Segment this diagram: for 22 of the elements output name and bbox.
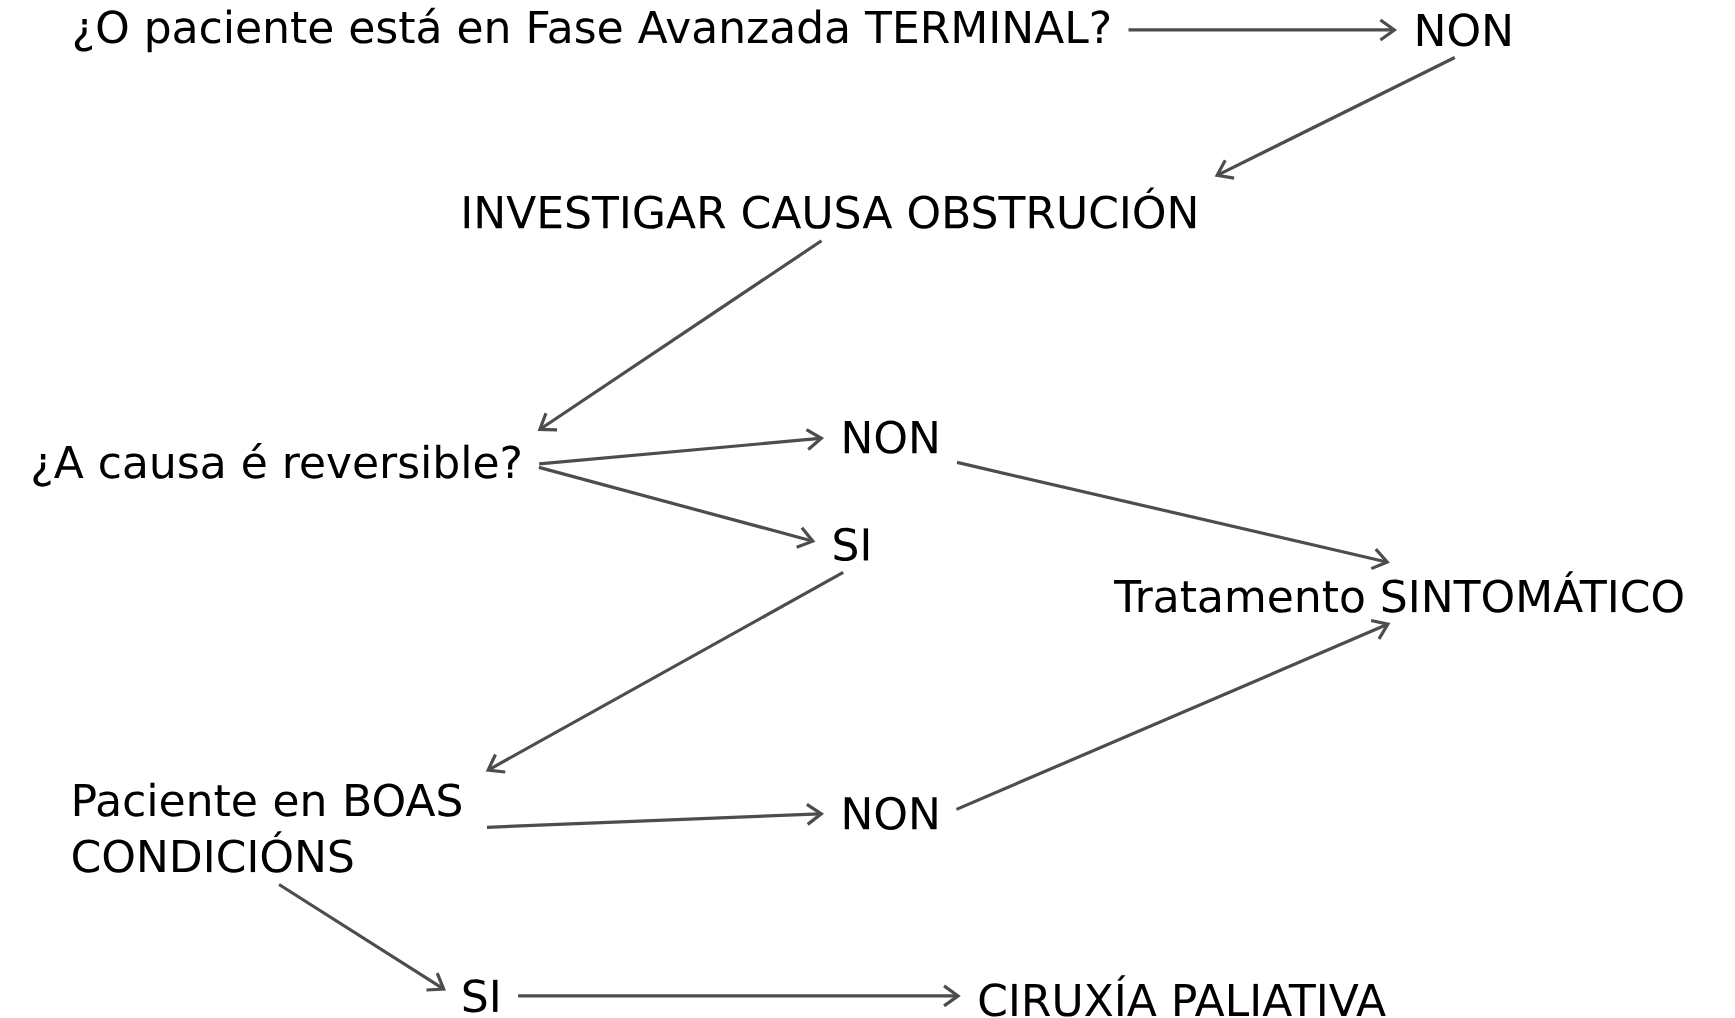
arrow [538,465,816,549]
arrow [1128,18,1398,42]
arrow [956,460,1390,571]
arrow [537,239,823,432]
arrow [1214,56,1456,180]
flow-text: INVESTIGAR CAUSA OBSTRUCIÓN [464,187,1196,229]
flow-text: SI [463,979,498,1013]
flow-text: CIRUXÍA PALIATIVA [979,975,1386,1017]
flow-text: SI [834,527,869,562]
flow-text: NON [844,420,937,454]
flow-text: Tratamento SINTOMÁTICO [1114,571,1683,613]
flow-text: ¿A causa é reversible? [33,442,520,487]
flow-text: NON [844,796,937,830]
flow-text: Paciente en BOAS CONDICIÓNS [73,782,461,873]
arrow [955,618,1391,811]
arrow [278,883,446,992]
flow-text: NON [1417,13,1510,47]
arrow [486,803,825,829]
flow-text: ¿O paciente está en Fase Avanzada TERMINAL? [74,7,1110,53]
arrow [518,984,961,1008]
arrow [539,428,825,466]
arrow [485,570,844,774]
